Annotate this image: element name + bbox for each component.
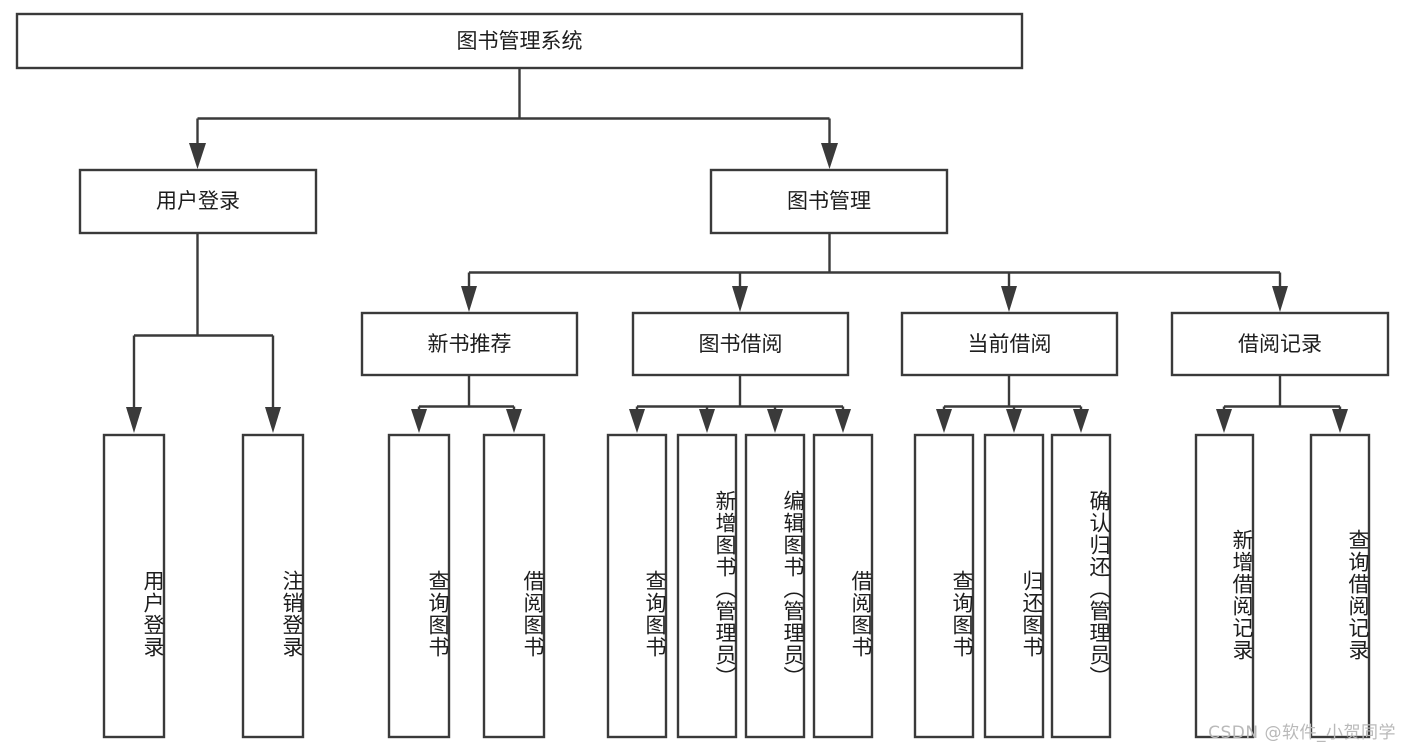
node-leaf-query-borrow-record-box[interactable] bbox=[1309, 433, 1371, 739]
node-leaf-borrow-book-rec-box[interactable] bbox=[482, 433, 546, 739]
node-borrow-record[interactable]: 借阅记录 bbox=[1170, 311, 1390, 377]
node-user-login[interactable]: 用户登录 bbox=[78, 168, 318, 235]
arrowhead-current-borrow bbox=[1001, 286, 1017, 312]
csdn-watermark: CSDN @软件_小贺同学 bbox=[1208, 723, 1396, 743]
node-leaf-edit-book-admin-box[interactable] bbox=[744, 433, 806, 739]
node-leaf-logout-login-box[interactable] bbox=[241, 433, 305, 739]
node-book-manage-box[interactable] bbox=[709, 168, 949, 235]
node-leaf-query-book-rec-box[interactable] bbox=[387, 433, 451, 739]
node-root-label: 图书管理系统 bbox=[457, 29, 583, 53]
node-new-book-recommend[interactable]: 新书推荐 bbox=[360, 311, 579, 377]
connector-group-borrow-record-to-leaves bbox=[1216, 375, 1348, 433]
node-book-borrow[interactable]: 图书借阅 bbox=[631, 311, 850, 377]
node-leaf-query-book-current-box[interactable] bbox=[913, 433, 975, 739]
node-current-borrow-label: 当前借阅 bbox=[968, 332, 1052, 356]
node-book-borrow-box[interactable] bbox=[631, 311, 850, 377]
arrowhead-book-borrow bbox=[732, 286, 748, 312]
node-book-borrow-label: 图书借阅 bbox=[699, 332, 783, 356]
node-leaf-borrow-book-box[interactable] bbox=[812, 433, 874, 739]
node-user-login-box[interactable] bbox=[78, 168, 318, 235]
node-leaf-add-book-admin-box[interactable] bbox=[676, 433, 738, 739]
arrowhead-book-manage bbox=[821, 143, 838, 169]
arrowhead-new-book-recommend bbox=[461, 286, 477, 312]
node-root-box[interactable] bbox=[15, 12, 1024, 70]
node-book-manage-label: 图书管理 bbox=[787, 189, 871, 213]
node-current-borrow-box[interactable] bbox=[900, 311, 1119, 377]
node-new-book-recommend-box[interactable] bbox=[360, 311, 579, 377]
node-root[interactable]: 图书管理系统 bbox=[15, 12, 1024, 70]
node-current-borrow[interactable]: 当前借阅 bbox=[900, 311, 1119, 377]
connector-group-current-borrow-to-leaves bbox=[936, 375, 1089, 433]
arrowhead-leaf-edit-book-admin bbox=[767, 409, 783, 433]
connector-group-user-login-to-leaves bbox=[126, 233, 281, 433]
connector-group-new-book-recommend-to-leaves bbox=[411, 375, 522, 433]
arrowhead-leaf-add-book-admin bbox=[699, 409, 715, 433]
node-borrow-record-label: 借阅记录 bbox=[1238, 332, 1322, 356]
arrowhead-user-login bbox=[189, 143, 206, 169]
node-leaf-confirm-return-admin-box[interactable] bbox=[1050, 433, 1112, 739]
arrowhead-leaf-query-book-rec bbox=[411, 409, 427, 433]
node-leaf-return-book-box[interactable] bbox=[983, 433, 1045, 739]
arrowhead-leaf-query-book-borrow bbox=[629, 409, 645, 433]
arrowhead-leaf-borrow-book bbox=[835, 409, 851, 433]
connector-group-book-borrow-to-leaves bbox=[629, 375, 851, 433]
node-user-login-label: 用户登录 bbox=[156, 189, 240, 213]
node-new-book-recommend-label: 新书推荐 bbox=[428, 332, 512, 356]
connector-group-root-to-level2 bbox=[189, 68, 838, 169]
node-borrow-record-box[interactable] bbox=[1170, 311, 1390, 377]
connector-group-book-manage-to-level3 bbox=[461, 233, 1288, 312]
arrowhead-leaf-add-borrow-record bbox=[1216, 409, 1232, 433]
arrowhead-leaf-confirm-return-admin bbox=[1073, 409, 1089, 433]
node-leaf-add-borrow-record-box[interactable] bbox=[1194, 433, 1255, 739]
node-leaf-query-book-borrow-box[interactable] bbox=[606, 433, 668, 739]
node-book-manage[interactable]: 图书管理 bbox=[709, 168, 949, 235]
node-leaf-user-login-box[interactable] bbox=[102, 433, 166, 739]
arrowhead-leaf-borrow-book-rec bbox=[506, 409, 522, 433]
arrowhead-leaf-logout-login bbox=[265, 407, 281, 433]
arrowhead-leaf-query-borrow-record bbox=[1332, 409, 1348, 433]
arrowhead-leaf-return-book bbox=[1006, 409, 1022, 433]
arrowhead-leaf-query-book-current bbox=[936, 409, 952, 433]
arrowhead-borrow-record bbox=[1272, 286, 1288, 312]
arrowhead-leaf-user-login bbox=[126, 407, 142, 433]
